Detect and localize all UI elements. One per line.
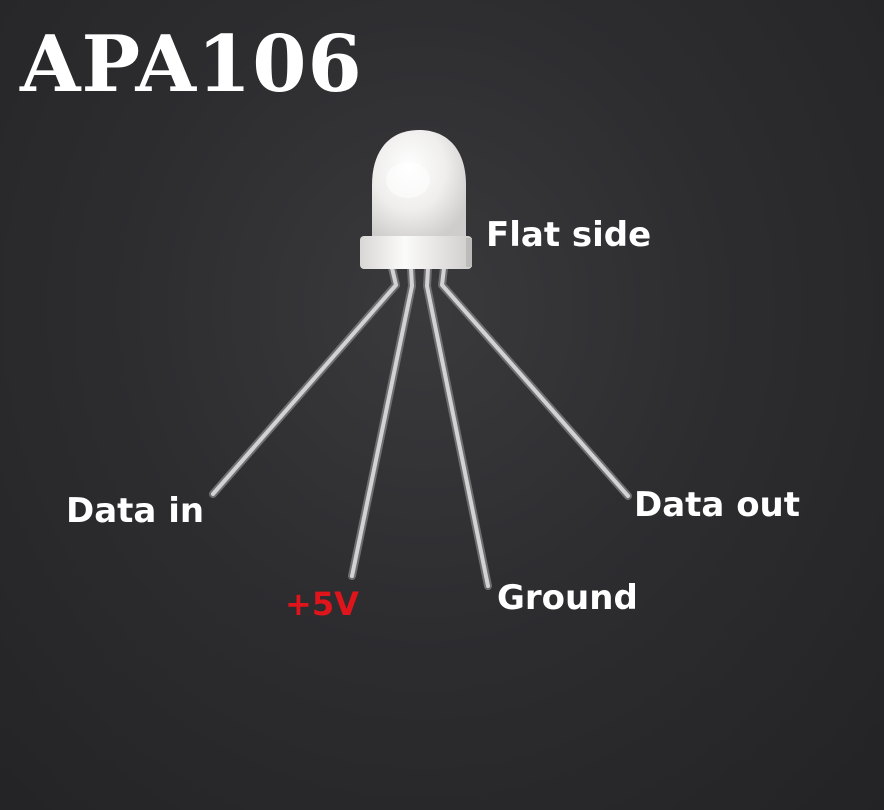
data-in-label: Data in [66, 491, 205, 531]
pin-data-in [209, 264, 400, 498]
ground-label: Ground [497, 578, 638, 618]
plus-5v-label: +5V [285, 585, 359, 623]
flat-side-label: Flat side [486, 215, 652, 255]
data-out-label: Data out [634, 485, 801, 525]
led-body [360, 130, 472, 269]
pin-plus-5v [348, 264, 416, 580]
product-title: APA106 [20, 19, 363, 110]
pin-data-out [438, 264, 632, 500]
pin-ground [423, 264, 492, 590]
